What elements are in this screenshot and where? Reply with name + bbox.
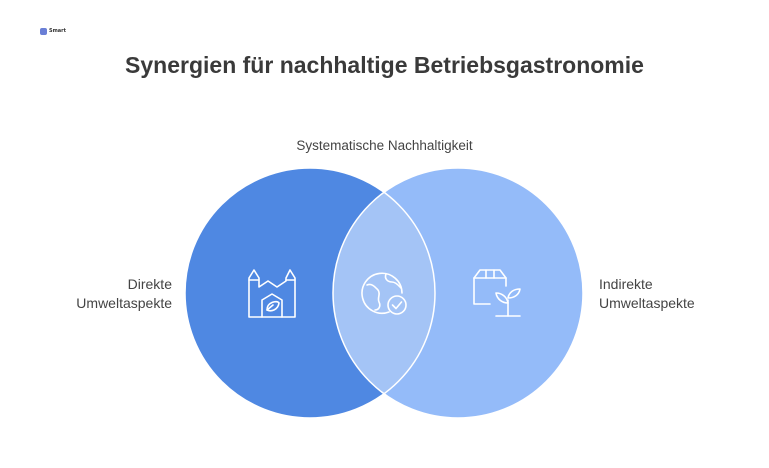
globe-check-icon xyxy=(361,272,407,315)
overlap-region xyxy=(333,168,435,418)
right-set-label: Indirekte Umweltaspekte xyxy=(599,275,729,313)
overlap-label: Systematische Nachhaltigkeit xyxy=(296,138,473,153)
left-set-label-line2: Umweltaspekte xyxy=(76,295,172,311)
left-set-label-line1: Direkte xyxy=(127,276,172,292)
brand-logo: Smart xyxy=(40,28,66,35)
page-title: Synergien für nachhaltige Betriebsgastro… xyxy=(125,52,644,78)
right-circle-outline xyxy=(332,167,584,419)
left-set-label: Direkte Umweltaspekte xyxy=(60,275,172,313)
box-sprout-icon xyxy=(473,269,521,317)
left-circle-outline xyxy=(184,167,436,419)
factory-leaf-icon xyxy=(248,269,296,318)
right-set-label-line2: Umweltaspekte xyxy=(599,295,695,311)
logo-mark xyxy=(40,28,47,35)
right-set-label-line1: Indirekte xyxy=(599,276,653,292)
logo-text: Smart xyxy=(49,28,67,34)
